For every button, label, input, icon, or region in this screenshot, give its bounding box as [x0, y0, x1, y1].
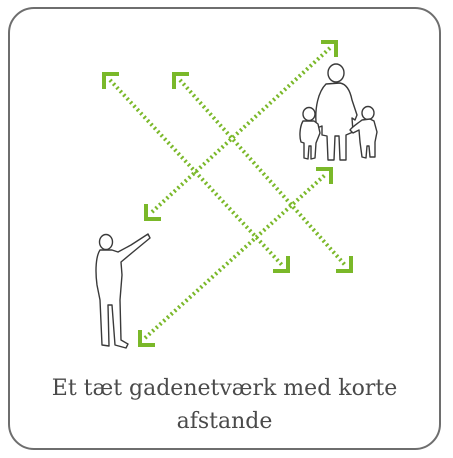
- caption-line-2: afstande: [176, 409, 273, 434]
- info-card: [8, 7, 441, 450]
- caption: Et tæt gadenetværk med korte afstande: [8, 372, 441, 438]
- dotted-arrow-icon: [172, 72, 353, 273]
- dotted-arrow-icon: [138, 167, 333, 347]
- dotted-arrow-icon: [144, 40, 338, 221]
- caption-line-1: Et tæt gadenetværk med korte: [51, 376, 398, 401]
- dotted-arrow-icon: [102, 72, 290, 273]
- family-with-children-icon: [299, 63, 378, 161]
- walking-person-icon: [95, 233, 151, 349]
